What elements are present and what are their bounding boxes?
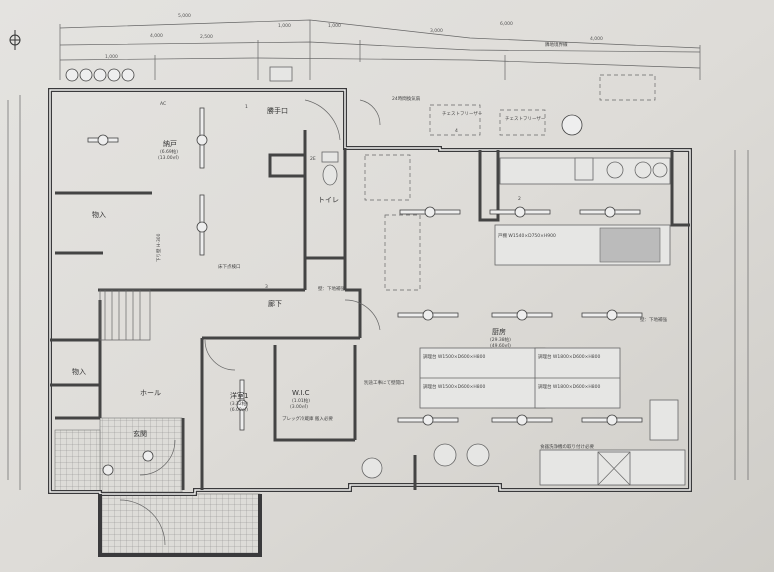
boundary-note: 隣地境界線 — [545, 41, 568, 48]
ceiling-lights — [87, 107, 643, 476]
kitchen-fixtures — [361, 74, 686, 486]
marker-2e: 2E — [310, 156, 316, 162]
room-tatami-kitchen: (29.38帖) — [490, 336, 511, 343]
room-name-bedroom: 洋室1 — [230, 391, 248, 400]
marker-1: 1 — [245, 104, 248, 110]
note-hanging-wall: 下り壁 H-300 — [155, 233, 162, 262]
dimension-label: 1,000 — [328, 23, 341, 29]
note-wall-strength: 壁：下地補強 — [640, 316, 667, 323]
marker-3: 3 — [265, 284, 268, 290]
door-swings — [119, 99, 381, 546]
room-name-back-door: 勝手口 — [267, 106, 288, 115]
note-cupboard: 戸棚 W1540×D750×H900 — [498, 232, 556, 239]
interior-walls — [50, 130, 690, 490]
outdoor-units — [65, 66, 583, 136]
storage-tile — [54, 429, 101, 493]
dimension-lines: 5,000 4,000 1,000 2,500 1,000 1,000 3,00… — [7, 13, 749, 490]
note-construction: 別途工事にて壁開口 — [364, 379, 405, 386]
room-name-hall: ホール — [140, 389, 161, 397]
dimension-label: 1,000 — [278, 23, 291, 29]
room-name-corridor: 廊下 — [268, 299, 282, 308]
note-under-storage: 壁：下地補強 — [318, 285, 345, 292]
room-name-toilet: トイレ — [318, 196, 339, 204]
stairs — [99, 289, 151, 341]
note-prep-table-2: 調理台 W1500×D600×H800 — [423, 383, 486, 390]
room-name-wic: W.I.C — [292, 389, 310, 397]
note-prep-table-3: 調理台 W1800×D600×H800 — [538, 353, 601, 360]
note-chest-freezer-1: チェストフリーザー — [442, 111, 483, 117]
marker-ac: AC — [160, 101, 166, 107]
dimension-label: 6,000 — [500, 21, 513, 27]
room-name-kitchen: 厨房 — [492, 327, 506, 336]
dimension-label: 4,000 — [590, 36, 603, 42]
room-area-bedroom: (6.00㎡) — [230, 406, 248, 413]
note-dishwasher: 食器洗浄機の取り付け必要 — [540, 443, 594, 450]
dimension-label: 5,000 — [178, 13, 191, 19]
room-name-storage: 納戸 — [163, 139, 177, 148]
note-ventilation: 24時間換気扇 — [392, 95, 421, 102]
exterior-walls — [48, 88, 692, 557]
note-underfloor: 床下点検口 — [218, 263, 241, 270]
room-tatami-wic: (1.01帖) — [292, 397, 310, 404]
room-name-closet: 物入 — [92, 210, 106, 219]
note-prep-table-4: 調理台 W1800×D600×H800 — [538, 383, 601, 390]
note-chest-freezer-2: チェストフリーザー — [505, 116, 546, 122]
room-name-entrance: 玄関 — [133, 429, 147, 438]
room-labels: 納戸 (6.69帖) (13.00㎡) 物入 勝手口 トイレ 厨房 (29.38… — [72, 106, 511, 438]
annotations: 調理台 W1500×D600×H800 調理台 W1500×D600×H800 … — [155, 95, 667, 450]
north-arrow-icon — [9, 30, 21, 50]
dimension-label: 3,000 — [430, 28, 443, 34]
dimension-label: 4,000 — [150, 33, 163, 39]
room-name-closet-2: 物入 — [72, 367, 86, 376]
dimension-label: 1,000 — [105, 54, 118, 60]
room-tatami-storage: (6.69帖) — [160, 148, 178, 155]
entrance-tile — [99, 417, 183, 493]
note-prep-table-1: 調理台 W1500×D600×H800 — [423, 353, 486, 360]
room-area-kitchen: (49.60㎡) — [490, 342, 511, 349]
dimension-label: 2,500 — [200, 34, 213, 40]
toilet-fixture — [321, 151, 339, 186]
room-tatami-bedroom: (3.32帖) — [230, 400, 248, 407]
porch-tile — [99, 493, 261, 555]
room-area-wic: (3.00㎡) — [290, 403, 308, 410]
marker-4: 4 — [455, 128, 458, 134]
room-area-storage: (13.00㎡) — [158, 154, 179, 161]
note-blast-chiller: ブレッグ冷蔵庫 搬入必要 — [282, 415, 333, 422]
marker-2: 2 — [518, 196, 521, 202]
